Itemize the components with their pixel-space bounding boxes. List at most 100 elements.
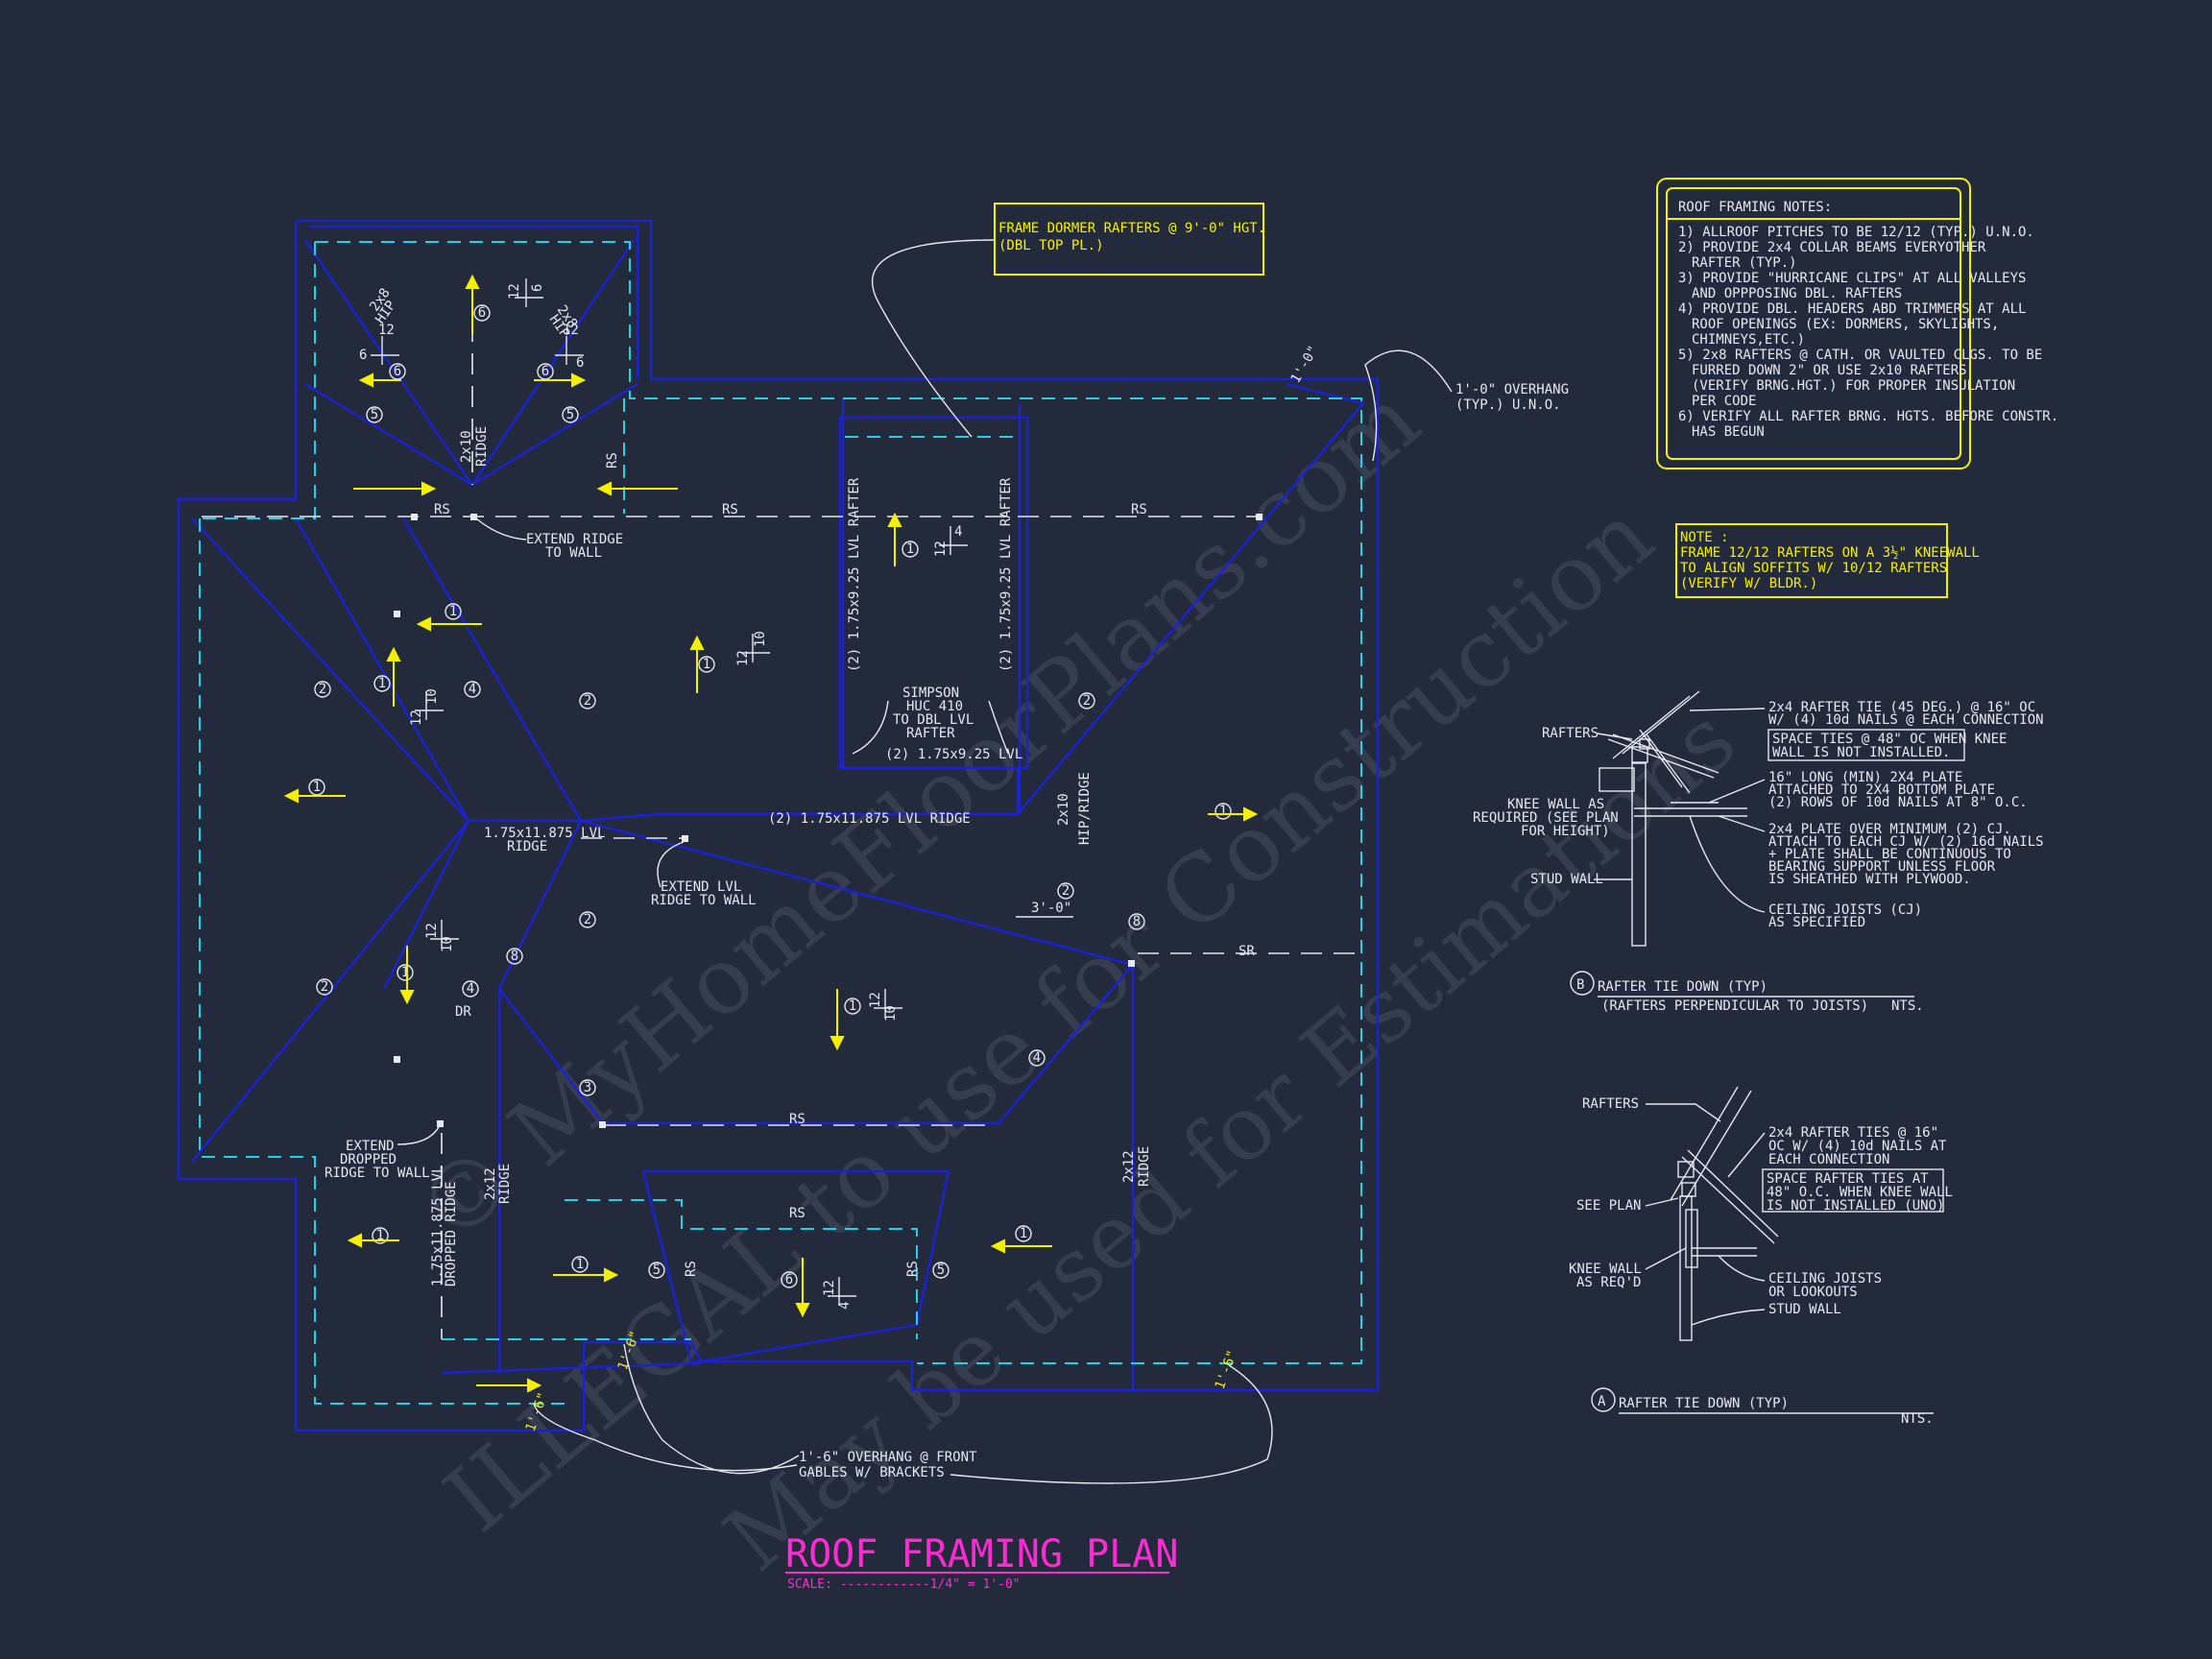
tag-5c: 5	[371, 407, 378, 422]
tag-1j: 1	[576, 1257, 584, 1272]
svg-text:6: 6	[359, 348, 367, 363]
da-space-1: SPACE RAFTER TIES AT	[1767, 1171, 1929, 1187]
pitch-4-dormer: 12 4	[933, 524, 968, 557]
da-ties-leader	[1727, 1132, 1766, 1178]
svg-text:4: 4	[837, 1302, 853, 1310]
simpson-2: HUC 410	[906, 699, 963, 714]
detail-b-stud	[1631, 762, 1647, 947]
tag-1b: 1	[378, 676, 386, 691]
notes-line: 4) PROVIDE DBL. HEADERS ABD TRIMMERS AT …	[1678, 301, 2026, 317]
upper-right-hip	[1286, 382, 1364, 405]
tag-2f: 2	[321, 979, 328, 995]
svg-text:4: 4	[954, 524, 962, 540]
overhang-left	[199, 518, 565, 1405]
detail-b-title: RAFTER TIE DOWN (TYP)	[1598, 979, 1767, 995]
tag-1d: 1	[906, 541, 914, 557]
da-ties-3: EACH CONNECTION	[1768, 1152, 1889, 1167]
rs-label-3: RS	[1131, 502, 1147, 517]
da-rafters: RAFTERS	[1582, 1096, 1639, 1112]
tag-1k: 1	[1020, 1226, 1027, 1241]
simpson-4: RAFTER	[906, 726, 955, 741]
tag-3: 3	[584, 1080, 591, 1095]
tag-2d: 2	[1062, 883, 1070, 899]
db-plate16-leader	[1708, 779, 1766, 804]
db-over-3: + PLATE SHALL BE CONTINUOUS TO	[1768, 847, 2011, 862]
db-over-4: BEARING SUPPORT UNLESS FLOOR	[1768, 859, 1996, 875]
db-rafters-leader	[1597, 733, 1633, 740]
ridge-2x10-b: RIDGE	[474, 426, 490, 467]
tag-1i: 1	[376, 1228, 384, 1243]
svg-text:10: 10	[753, 631, 768, 647]
da-space-3: IS NOT INSTALLED (UNO)	[1767, 1198, 1944, 1214]
tag-1a: 1	[449, 604, 457, 619]
kneewall-note-2: FRAME 12/12 RAFTERS ON A 3½" KNEEWALL	[1680, 545, 1980, 561]
tag-6c: 6	[394, 364, 401, 379]
dim-3ft: 3'-0"	[1031, 901, 1071, 916]
dormer-note: FRAME DORMER RAFTERS @ 9'-0" HGT. (DBL T…	[871, 203, 1265, 438]
extend-dropped-1: EXTEND	[346, 1139, 395, 1154]
tag-6b: 6	[478, 305, 486, 321]
lvl-ridge-upper: (2) 1.75x11.875 LVL RIDGE	[768, 811, 971, 827]
da-space-box	[1762, 1168, 1944, 1213]
lower-left-base	[441, 1361, 702, 1375]
dr-label: DR	[455, 1004, 471, 1020]
drawing-title: ROOF FRAMING PLAN	[785, 1532, 1178, 1576]
overhang-upper-wing	[315, 241, 1362, 1364]
simpson-3: TO DBL LVL	[893, 712, 974, 728]
upper-left-wing-inner	[309, 225, 639, 379]
lvl-dropped-a: 1.75x11.875 LVL	[430, 1166, 445, 1286]
detail-b-marker-circle	[1570, 971, 1595, 996]
lvl-ridge-left-a: 1.75x11.875 LVL	[484, 826, 605, 841]
notes-line: HAS BEGUN	[1692, 424, 1765, 440]
db-plate16-3: (2) ROWS OF 10d NAILS AT 8" O.C.	[1768, 795, 2028, 810]
overhang-upper-left	[200, 242, 316, 519]
da-stud: STUD WALL	[1768, 1302, 1841, 1317]
tag-6d: 6	[541, 364, 549, 379]
circle-tag-numbers: 1 1 2 4 2 1 1 1 2 1 2 2 1 2 4 8 8 1 4 3 …	[313, 305, 1227, 1287]
sr-label: SR	[1238, 944, 1255, 959]
tag-2b: 2	[584, 693, 591, 709]
extend-ridge-leader	[475, 517, 527, 541]
kneewall-note-box	[1675, 523, 1948, 598]
svg-text:10: 10	[424, 688, 440, 705]
notes-line: 6) VERIFY ALL RAFTER BRNG. HGTS. BEFORE …	[1678, 409, 2058, 424]
tag-2e: 2	[584, 912, 591, 927]
left-valleys	[294, 517, 470, 990]
svg-text:6: 6	[576, 355, 584, 371]
circle-tags	[308, 304, 1232, 1288]
db-rafters: RAFTERS	[1542, 726, 1599, 741]
tag-1e: 1	[703, 657, 710, 672]
gable-note-2: GABLES W/ BRACKETS	[799, 1465, 945, 1480]
overhang-lines	[199, 241, 1362, 1405]
ridge-2x12-right-a: 2x12	[1121, 1150, 1137, 1183]
detail-a-joists	[1692, 1247, 1757, 1257]
dormer-note-line-2: (DBL TOP PL.)	[998, 238, 1104, 253]
roof-plan	[177, 219, 1380, 1432]
extend-lvl-1: EXTEND LVL	[661, 879, 741, 895]
gable-leader-1	[623, 1343, 800, 1475]
kneewall-note-3: TO ALIGN SOFFITS W/ 10/12 RAFTERS	[1680, 561, 1947, 576]
detail-b-block-2	[1639, 738, 1650, 750]
db-plate16-2: ATTACHED TO 2X4 BOTTOM PLATE	[1768, 782, 1995, 798]
svg-text:12: 12	[933, 541, 949, 557]
tag-1h: 1	[849, 998, 856, 1014]
notes-line: ROOF OPENINGS (EX: DORMERS, SKYLIGHTS,	[1692, 317, 1999, 332]
db-over-1: 2x4 PLATE OVER MINIMUM (2) CJ.	[1768, 822, 2011, 837]
da-cj-1: CEILING JOISTS	[1768, 1271, 1882, 1286]
detail-b-knee	[1599, 767, 1635, 792]
da-see-plan-leader	[1645, 1197, 1679, 1207]
db-tie-leader	[1689, 708, 1766, 711]
svg-text:12: 12	[507, 283, 522, 300]
da-knee-1: KNEE WALL	[1569, 1262, 1642, 1277]
notes-heading: ROOF FRAMING NOTES:	[1678, 200, 1832, 215]
gable-leader-3	[950, 1364, 1273, 1484]
tag-5a: 5	[653, 1262, 661, 1278]
notes-box-inner	[1666, 187, 1961, 460]
overhang-lower-gable	[565, 1199, 918, 1339]
detail-a-block-a	[1677, 1161, 1695, 1178]
svg-text:10: 10	[440, 936, 455, 952]
notes-box-outer	[1656, 178, 1971, 469]
svg-text:12: 12	[735, 650, 751, 666]
pitch-arrows	[283, 274, 1259, 1393]
db-over-leader	[1718, 815, 1766, 832]
